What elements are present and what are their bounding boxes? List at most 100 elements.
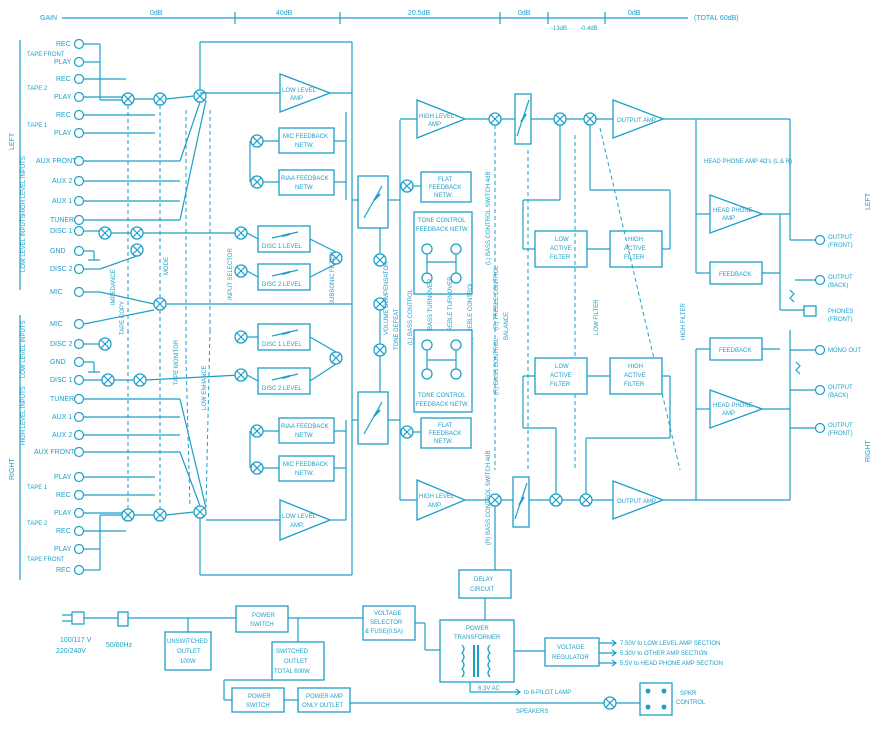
right-high-level-label: HIGH LEVEL INPUTS bbox=[21, 386, 27, 445]
jack-icon bbox=[73, 195, 85, 207]
left-in-mic: MIC bbox=[50, 289, 63, 296]
left-riaa-feedback bbox=[278, 169, 335, 196]
right-tone-section: FLAT FEEDBACK NETW. TONE CONTROL FEEDBAC… bbox=[352, 310, 500, 545]
arrow-icon bbox=[611, 639, 617, 647]
right-headphone-amp bbox=[709, 389, 764, 429]
right-high-level-amp bbox=[416, 479, 467, 521]
mains-v2: 220/240V bbox=[56, 648, 86, 655]
out-5-sub: (BACK) bbox=[828, 393, 848, 399]
right-in-aux1: AUX 1 bbox=[52, 414, 72, 421]
left-low-level-amp-l1: LOW LEVEL bbox=[282, 88, 317, 94]
gain-stage-5: -13dB bbox=[551, 26, 567, 32]
jack-icon bbox=[814, 274, 826, 286]
right-haf-l2: ACTIVE bbox=[624, 373, 646, 379]
treble-turnover-label: TREBLE TURNOVER bbox=[448, 276, 454, 335]
switch-icon bbox=[421, 243, 433, 255]
subsonic-label: SUBSONIC FILTER bbox=[330, 251, 336, 305]
tone-defeat-label: TONE DEFEAT bbox=[394, 308, 400, 350]
mains-freq: 50/60Hz bbox=[106, 642, 133, 649]
power-amp-l1: POWER AMP bbox=[306, 694, 343, 700]
low-enhance-label: LOW ENHANCE bbox=[202, 365, 208, 410]
right-in-rec-front: REC bbox=[56, 567, 71, 574]
left-flat-feedback bbox=[420, 171, 472, 203]
output-jacks: OUTPUT (FRONT) OUTPUT (BACK) PHONES (FRO… bbox=[780, 234, 861, 500]
l-bass-control-label: (L) BASS CONTROL bbox=[408, 288, 414, 345]
balance-label: BALANCE bbox=[504, 312, 510, 340]
jack-icon bbox=[73, 38, 85, 50]
hp-amp-note: HEAD PHONE AMP 4Ω's (L & R) bbox=[704, 159, 792, 165]
right-in-play-t1: PLAY bbox=[54, 474, 72, 481]
jack-icon bbox=[73, 393, 85, 405]
transformer-coil-icon bbox=[461, 644, 465, 678]
xfmr-l2: TRANSFORMER bbox=[454, 635, 501, 641]
gain-stage-3: 20.5dB bbox=[408, 10, 431, 17]
left-flat-fb-l1: FLAT bbox=[438, 177, 453, 183]
mains-v1: 100/117 V bbox=[60, 637, 92, 644]
jack-icon bbox=[73, 225, 85, 237]
right-low-level-amp-l2: AMP. bbox=[290, 523, 304, 529]
right-disc2-level-label: DISC 2 LEVEL bbox=[262, 386, 302, 392]
jack-icon bbox=[73, 411, 85, 423]
channel-left-label: LEFT bbox=[9, 132, 16, 150]
jack-icon bbox=[814, 344, 826, 356]
jack-icon bbox=[73, 429, 85, 441]
jack-icon bbox=[73, 109, 85, 121]
out-6-sub: (FRONT) bbox=[828, 431, 853, 437]
left-in-play-front: PLAY bbox=[54, 59, 72, 66]
vsel-l3: & FUSE(0.5A) bbox=[365, 629, 403, 635]
gain-stage-7: 0dB bbox=[628, 10, 641, 17]
left-in-tuner: TUNER bbox=[50, 217, 74, 224]
right-flat-feedback bbox=[420, 417, 472, 449]
out-3-label: PHONES bbox=[828, 309, 853, 315]
right-in-aux2: AUX 2 bbox=[52, 432, 72, 439]
terminal-dot-icon bbox=[645, 704, 651, 710]
jack-icon bbox=[73, 543, 85, 555]
switched-l2: OUTLET bbox=[284, 659, 308, 665]
left-hpa-l1: HEAD PHONE bbox=[713, 208, 753, 214]
right-tcfb-l2: FEEDBACK NETW. bbox=[416, 402, 469, 408]
out-5-label: OUTPUT bbox=[828, 385, 853, 391]
right-phono-section: DISC 1 LEVEL DISC 2 LEVEL RIAA FEEDBACK … bbox=[206, 323, 347, 541]
right-in-gnd: GND bbox=[50, 359, 66, 366]
jack-icon bbox=[814, 422, 826, 434]
left-output-section: OUTPUT AMP LOW ACTIVE FILTER HIGH ACTIVE… bbox=[488, 93, 792, 471]
arrow-icon bbox=[611, 649, 617, 657]
jack-icon bbox=[73, 214, 85, 226]
right-flat-fb-l1: FLAT bbox=[438, 423, 453, 429]
mode-label: MODE bbox=[164, 257, 170, 275]
jack-icon bbox=[814, 234, 826, 246]
l-bass-switch-label: (L) BASS CONTROL SWITCH 4dB bbox=[486, 172, 492, 265]
switch-icon bbox=[421, 339, 433, 351]
arrow-icon bbox=[515, 688, 521, 696]
right-in-tape1: TAPE 1 bbox=[27, 485, 48, 491]
right-output-amp bbox=[612, 480, 665, 520]
left-hpa-l2: AMP bbox=[722, 216, 735, 222]
right-hla-l1: HIGH LEVEL bbox=[419, 494, 455, 500]
right-in-tuner: TUNER bbox=[50, 396, 74, 403]
terminal-dot-icon bbox=[661, 704, 667, 710]
left-in-disc1: DISC 1 bbox=[50, 228, 73, 235]
right-in-mic: MIC bbox=[50, 321, 63, 328]
left-selector-matrix: IMPEDANCE TAPE COPY MODE TAPE MONITOR LO… bbox=[98, 41, 353, 410]
jack-icon bbox=[73, 446, 85, 458]
plug-socket-icon bbox=[117, 611, 129, 627]
left-high-level-label: HIGH LEVEL INPUTS bbox=[21, 156, 27, 215]
speakers-label: SPEAKERS bbox=[516, 709, 548, 715]
right-in-play-front: PLAY bbox=[54, 546, 72, 553]
right-flat-fb-l2: FEEDBACK bbox=[429, 431, 461, 437]
left-hla-l1: HIGH LEVEL bbox=[419, 114, 455, 120]
jack-icon bbox=[73, 338, 85, 350]
right-in-tape2: TAPE 2 bbox=[27, 521, 48, 527]
left-in-tape1: TAPE 1 bbox=[27, 123, 48, 129]
xfmr-l1: POWER bbox=[466, 626, 489, 632]
gain-total: (TOTAL 60dB) bbox=[694, 15, 739, 22]
arrow-icon bbox=[611, 659, 617, 667]
left-mic-fb-l2: NETW. bbox=[295, 143, 314, 149]
right-disc1-level-label: DISC 1 LEVEL bbox=[262, 342, 302, 348]
left-tone-control-fb bbox=[413, 211, 473, 295]
out-1-sub: (FRONT) bbox=[828, 243, 853, 249]
volume-compensator-label: VOLUME COMPENSATOR bbox=[384, 261, 390, 335]
out-2-sub: (BACK) bbox=[828, 283, 848, 289]
left-laf-l2: ACTIVE bbox=[550, 246, 572, 252]
